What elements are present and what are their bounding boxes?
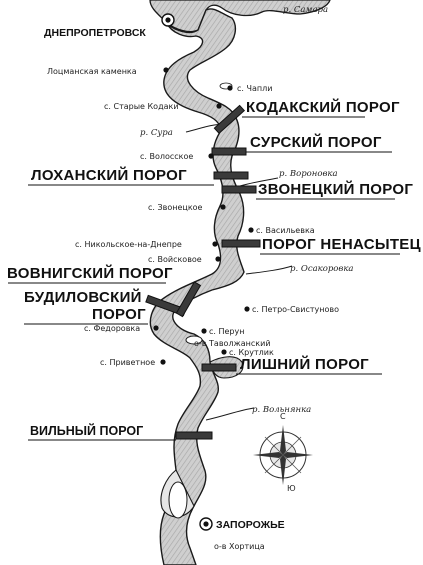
dot-volosskoe [208, 153, 214, 159]
label-lishny-rapid: ЛИШНИЙ ПОРОГ [240, 355, 369, 373]
label-zaporozhye: ЗАПОРОЖЬЕ [216, 519, 285, 531]
dnepropetrovsk-marker [161, 13, 175, 27]
label-lokhansky-rapid: ЛОХАНСКИЙ ПОРОГ [31, 166, 187, 184]
dot-vasilevka [248, 227, 254, 233]
label-voyskovoe: с. Войсковое [148, 255, 202, 264]
lishny-marker [201, 363, 237, 372]
label-fedorovka: с. Федоровка [84, 324, 140, 333]
compass-rose [253, 425, 313, 485]
label-vovnigsky-rapid: ВОВНИГСКИЙ ПОРОГ [7, 264, 173, 282]
label-voronovka: р. Вороновка [279, 169, 338, 179]
label-budilovsky-rapid: БУДИЛОВСКИЙ [24, 288, 142, 306]
label-petro-svistunovo: с. Петро-Свистуново [252, 305, 339, 314]
label-perun: с. Перун [209, 327, 244, 336]
label-tavolzhansky: о-в Таволжанский [194, 339, 271, 348]
river-osakorovka-line [245, 265, 293, 275]
kodaksky-marker [213, 104, 246, 135]
label-nikolskoe: с. Никольское-на-Днепре [75, 240, 182, 249]
zvonetsky-marker [221, 185, 257, 194]
label-zvonetskoe: с. Звонецкое [148, 203, 203, 212]
tavolzhansky-island [185, 335, 203, 345]
label-dnepropetrovsk: ДНЕПРОПЕТРОВСК [44, 27, 146, 39]
label-khortitsa: о-в Хортица [214, 542, 265, 551]
label-kodaksky-rapid: КОДАКСКИЙ ПОРОГ [246, 98, 400, 116]
dot-perun [201, 328, 207, 334]
label-osakorovka: р. Осакоровка [290, 264, 353, 274]
label-privetnoe: с. Привeтное [100, 358, 155, 367]
vilny-marker [175, 431, 213, 440]
label-budilovsky-rapid-2: ПОРОГ [92, 306, 146, 323]
compass-north: С [280, 412, 286, 421]
label-vasilevka: с. Васильевка [256, 226, 315, 235]
label-sursky-rapid: СУРСКИЙ ПОРОГ [250, 133, 382, 151]
label-chapli: с. Чапли [237, 84, 272, 93]
label-sura: р. Сура [140, 128, 173, 138]
label-volosskoe: с. Волосское [140, 152, 193, 161]
dot-petro-svistunovo [244, 306, 250, 312]
river-volnyanka-line [205, 407, 255, 421]
label-starye-kodaki: с. Старые Кодаки [104, 102, 179, 111]
label-samara: р. Самара [283, 5, 328, 15]
lokhansky-marker [213, 171, 249, 180]
label-krutlik: с. Крутлик [229, 348, 274, 357]
khortitsa-island [168, 481, 188, 519]
nenasytets-marker [221, 239, 261, 248]
label-volnyanka: р. Вольнянка [252, 405, 311, 415]
dot-nikolskoe [212, 241, 218, 247]
rapid-markers [145, 104, 261, 440]
label-nenasytets-rapid: ПОРОГ НЕНАСЫТЕЦ [262, 236, 421, 253]
dot-starye-kodaki [216, 103, 222, 109]
dot-fedorovka [153, 325, 159, 331]
dot-privetnoe [160, 359, 166, 365]
label-zvonetsky-rapid: ЗВОНЕЦКИЙ ПОРОГ [258, 180, 413, 198]
dot-lotsmanskaya [163, 67, 169, 73]
budilovsky-marker [175, 281, 202, 318]
river-voronovka-line [239, 177, 279, 187]
dot-krutlik [221, 349, 227, 355]
zaporozhye-marker [199, 517, 213, 531]
settlement-dots [153, 67, 254, 365]
label-vilny-rapid: ВИЛЬНЫЙ ПОРОГ [30, 423, 143, 438]
dot-voyskovoe [215, 256, 221, 262]
rapid-leaders [8, 116, 400, 441]
compass-south: Ю [287, 484, 296, 493]
sursky-marker [211, 147, 247, 156]
dot-chapli [227, 85, 233, 91]
dot-zvonetskoe [220, 204, 226, 210]
label-lotsmanskaya: Лоцманская каменка [47, 67, 137, 76]
